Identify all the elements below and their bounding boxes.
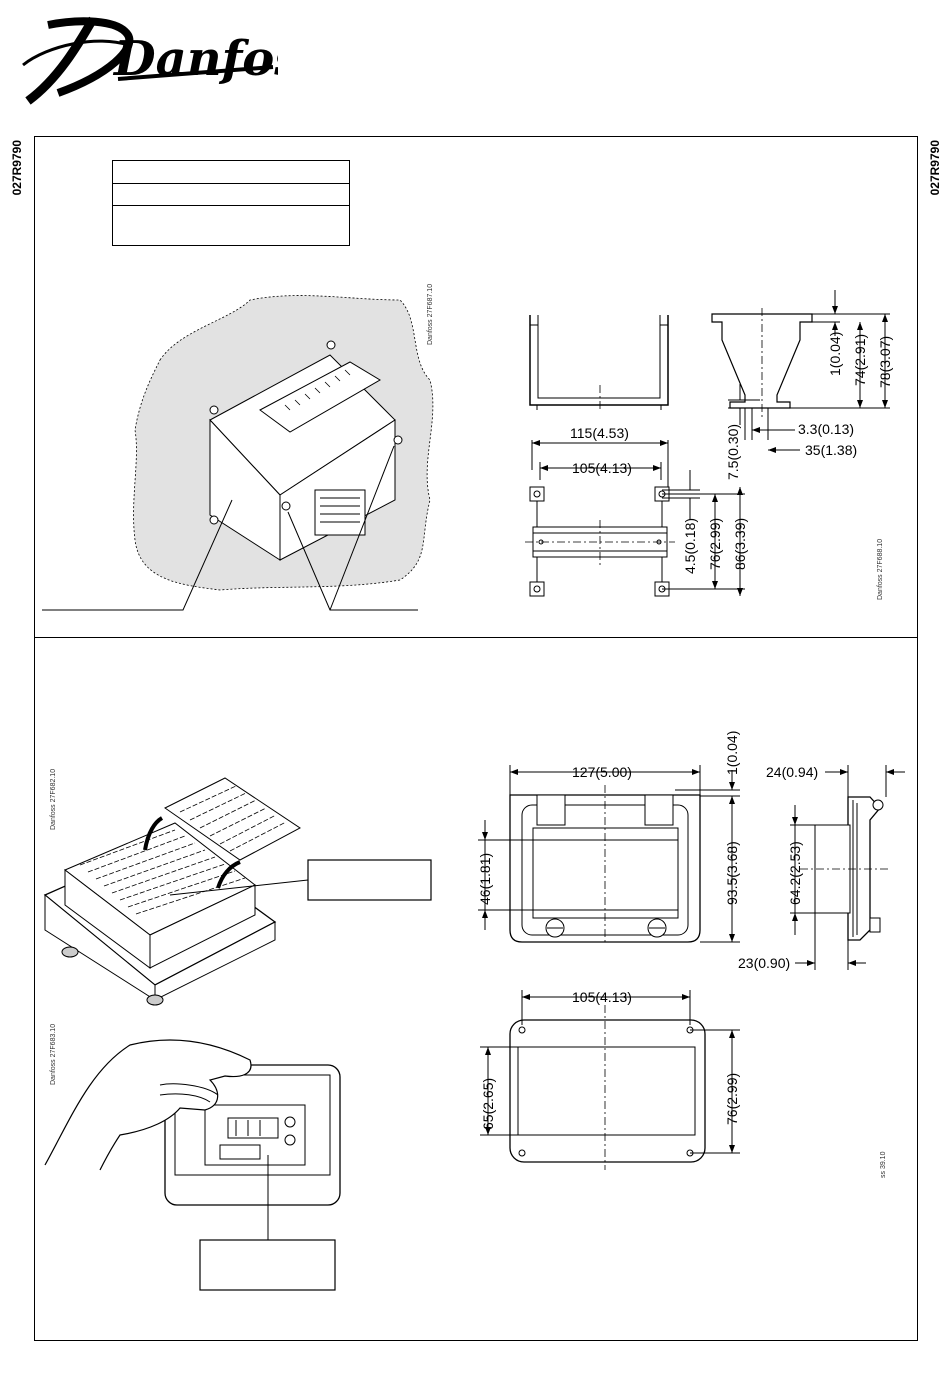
- dim-24: 24(0.94): [766, 764, 818, 780]
- dim-76-s2: 76(2.99): [724, 1073, 740, 1125]
- dim-45: 4.5(0.18): [682, 518, 698, 574]
- label-illustration: Danfoss 27F682.10: [43, 769, 432, 1006]
- dim-23: 23(0.90): [738, 955, 790, 971]
- dim-86: 86(3.39): [732, 518, 748, 570]
- dim-33: 3.3(0.13): [798, 421, 854, 437]
- ref-ss-39: ss 39.10: [880, 1151, 887, 1178]
- dim-76-s1: 76(2.99): [707, 518, 723, 570]
- housing-back-view: 105(4.13) 65(2.65) 76(2.99) ss 39.10: [480, 989, 887, 1178]
- title-table: [112, 160, 350, 246]
- bracket-plan-view: 115(4.53) 105(4.13) 4.5(0.18) 76(2.99) 8…: [525, 425, 884, 600]
- section-divider: [34, 637, 918, 638]
- dim-74: 74(2.91): [852, 334, 868, 386]
- dim-642: 64.2(2.53): [787, 841, 803, 905]
- dim-1-004-a: 1(0.04): [827, 332, 843, 376]
- dim-105-top: 105(4.13): [572, 460, 632, 476]
- dim-115: 115(4.53): [570, 425, 629, 441]
- bracket-side-view: 1(0.04) 74(2.91) 78(3.07) 3.3(0.13) 35(1…: [711, 290, 893, 480]
- dim-65: 65(2.65): [480, 1078, 496, 1130]
- housing-front-view: 127(5.00) 1(0.04) 93.5(3.68) 46(1.81): [477, 731, 740, 945]
- dim-78: 78(3.07): [877, 336, 893, 388]
- ref-27f688: Danfoss 27F688.10: [877, 539, 884, 600]
- dim-127: 127(5.00): [572, 764, 632, 780]
- dim-35: 35(1.38): [805, 442, 857, 458]
- dim-75: 7.5(0.30): [725, 424, 741, 480]
- display-illustration: Danfoss 27F683.10: [44, 1024, 341, 1291]
- page-frame: [34, 136, 918, 1341]
- bracket-front-view: [529, 315, 669, 410]
- wall-mount-illustration: Danfoss 27F687.10: [42, 284, 434, 611]
- dim-1-004-b: 1(0.04): [724, 731, 740, 775]
- ref-27f682: Danfoss 27F682.10: [50, 769, 57, 830]
- dim-935: 93.5(3.68): [724, 841, 740, 905]
- housing-side-view: 24(0.94) 64.2(2.53) 23(0.90): [738, 764, 905, 971]
- ref-27f687: Danfoss 27F687.10: [427, 284, 434, 345]
- dim-105-back: 105(4.13): [572, 989, 632, 1005]
- ref-27f683: Danfoss 27F683.10: [50, 1024, 57, 1085]
- dim-46: 46(1.81): [477, 853, 493, 905]
